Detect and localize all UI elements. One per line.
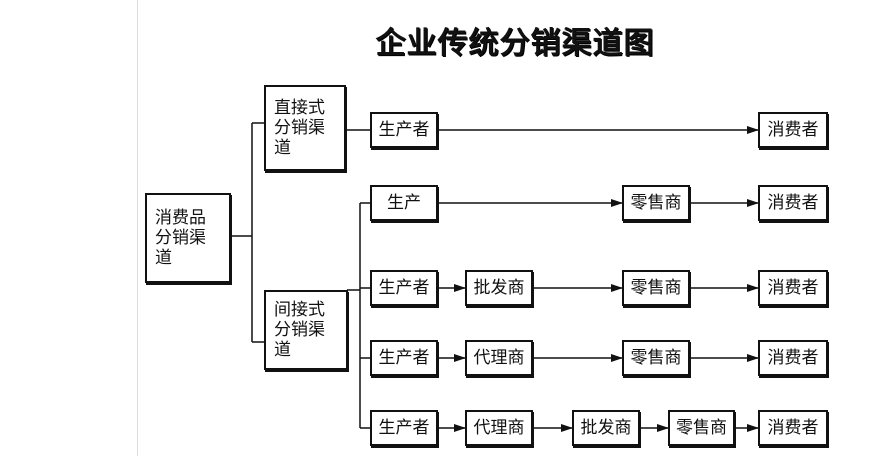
- consumer-node: 消费者: [758, 185, 828, 221]
- wholesaler-node: 批发商: [572, 410, 640, 446]
- consumer-node: 消费者: [758, 410, 828, 446]
- producer-node: 生产者: [370, 340, 438, 376]
- agent-node: 代理商: [465, 410, 533, 446]
- producer-node: 生产者: [370, 270, 438, 306]
- consumer-node: 消费者: [758, 340, 828, 376]
- indirect-channel-node: 间接式 分销渠 道: [264, 290, 348, 370]
- direct-channel-node: 直接式 分销渠 道: [264, 85, 346, 171]
- retailer-node: 零售商: [622, 270, 690, 306]
- producer-node: 生产者: [370, 112, 438, 148]
- retailer-node: 零售商: [668, 410, 735, 446]
- consumer-node: 消费者: [758, 112, 828, 148]
- producer-node: 生产者: [370, 410, 438, 446]
- agent-node: 代理商: [465, 340, 533, 376]
- page-border: [137, 0, 138, 456]
- diagram-title: 企业传统分销渠道图: [375, 26, 655, 61]
- retailer-node: 零售商: [622, 340, 690, 376]
- retailer-node: 零售商: [622, 185, 690, 221]
- indirect-connector: [347, 202, 370, 429]
- root-connector: [230, 122, 264, 343]
- root-node: 消费品 分销渠 道: [145, 193, 231, 283]
- producer-node: 生产: [370, 185, 438, 221]
- consumer-node: 消费者: [758, 270, 828, 306]
- wholesaler-node: 批发商: [465, 270, 533, 306]
